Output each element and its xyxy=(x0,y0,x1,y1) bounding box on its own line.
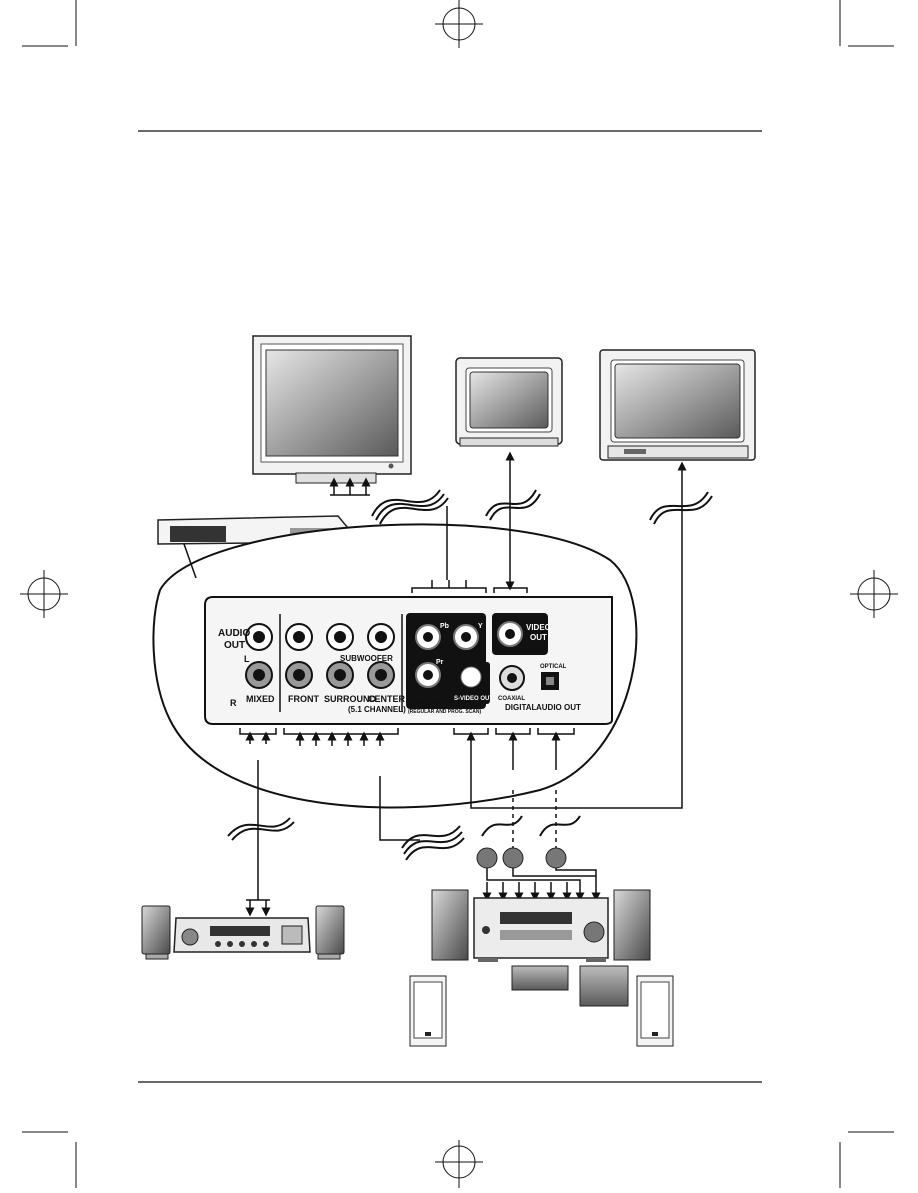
coaxial-jack: COAXIAL xyxy=(498,665,525,702)
analog-audio-jacks xyxy=(245,623,395,689)
crop-marks xyxy=(20,0,898,1188)
audio-out-label-1: AUDIO xyxy=(218,628,250,639)
back-panel: AUDIO OUT L R MIXED SUBWOOFER FRONT SURR… xyxy=(204,596,613,725)
y-label: Y xyxy=(478,623,483,630)
connection-arrows xyxy=(239,451,687,917)
video-out-label-1: VIDEO xyxy=(526,623,551,632)
speaker-icon xyxy=(141,905,171,955)
speaker-icon xyxy=(431,889,469,961)
optical-label: OPTICAL xyxy=(540,664,567,670)
stereo-amplifier-icon xyxy=(173,917,311,953)
digital-audio-out-label: AUDIO OUT xyxy=(536,703,581,712)
channel-note: (5.1 CHANNEL) xyxy=(348,705,406,714)
surround-system xyxy=(409,889,674,1047)
pb-label: Pb xyxy=(440,623,449,630)
stereo-system xyxy=(141,905,345,960)
video-out-jack: VIDEO OUT xyxy=(492,613,551,655)
mixed-label: MIXED xyxy=(246,694,275,704)
video-out-label-2: OUT xyxy=(530,633,547,642)
speaker-icon xyxy=(613,889,651,961)
component-label: COMPONENT VIDEO OUT xyxy=(408,700,482,706)
av-receiver-icon xyxy=(473,897,609,962)
speaker-icon xyxy=(315,905,345,955)
surround-label: SURROUND xyxy=(324,694,377,704)
right-mark: R xyxy=(230,698,237,708)
audio-out-label-2: OUT xyxy=(224,640,245,651)
pr-label: Pr xyxy=(436,659,444,666)
coaxial-label: COAXIAL xyxy=(498,696,525,702)
rca-cable-icon xyxy=(371,489,713,525)
component-sublabel: (REGULAR AND PROG. SCAN) xyxy=(408,709,481,715)
speaker-icon xyxy=(409,975,447,1047)
crt-tv-large-icon xyxy=(599,349,756,461)
speaker-icon xyxy=(636,975,674,1047)
crt-tv-icon xyxy=(455,357,563,447)
center-label: CENTER xyxy=(368,694,406,704)
subwoofer-label: SUBWOOFER xyxy=(340,654,393,663)
rca-cable-icon-lower xyxy=(227,815,581,861)
front-label: FRONT xyxy=(288,694,319,704)
optical-jack: OPTICAL xyxy=(540,664,567,690)
center-speaker-icon xyxy=(511,965,569,991)
svideo-label: S-VIDEO OUT xyxy=(454,696,493,702)
option-markers xyxy=(476,847,567,869)
left-mark: L xyxy=(244,654,250,664)
digital-label: DIGITAL xyxy=(505,703,537,712)
subwoofer-icon xyxy=(579,965,629,1007)
svideo-jack: S-VIDEO OUT xyxy=(452,662,493,704)
flat-panel-tv-icon xyxy=(252,335,412,484)
